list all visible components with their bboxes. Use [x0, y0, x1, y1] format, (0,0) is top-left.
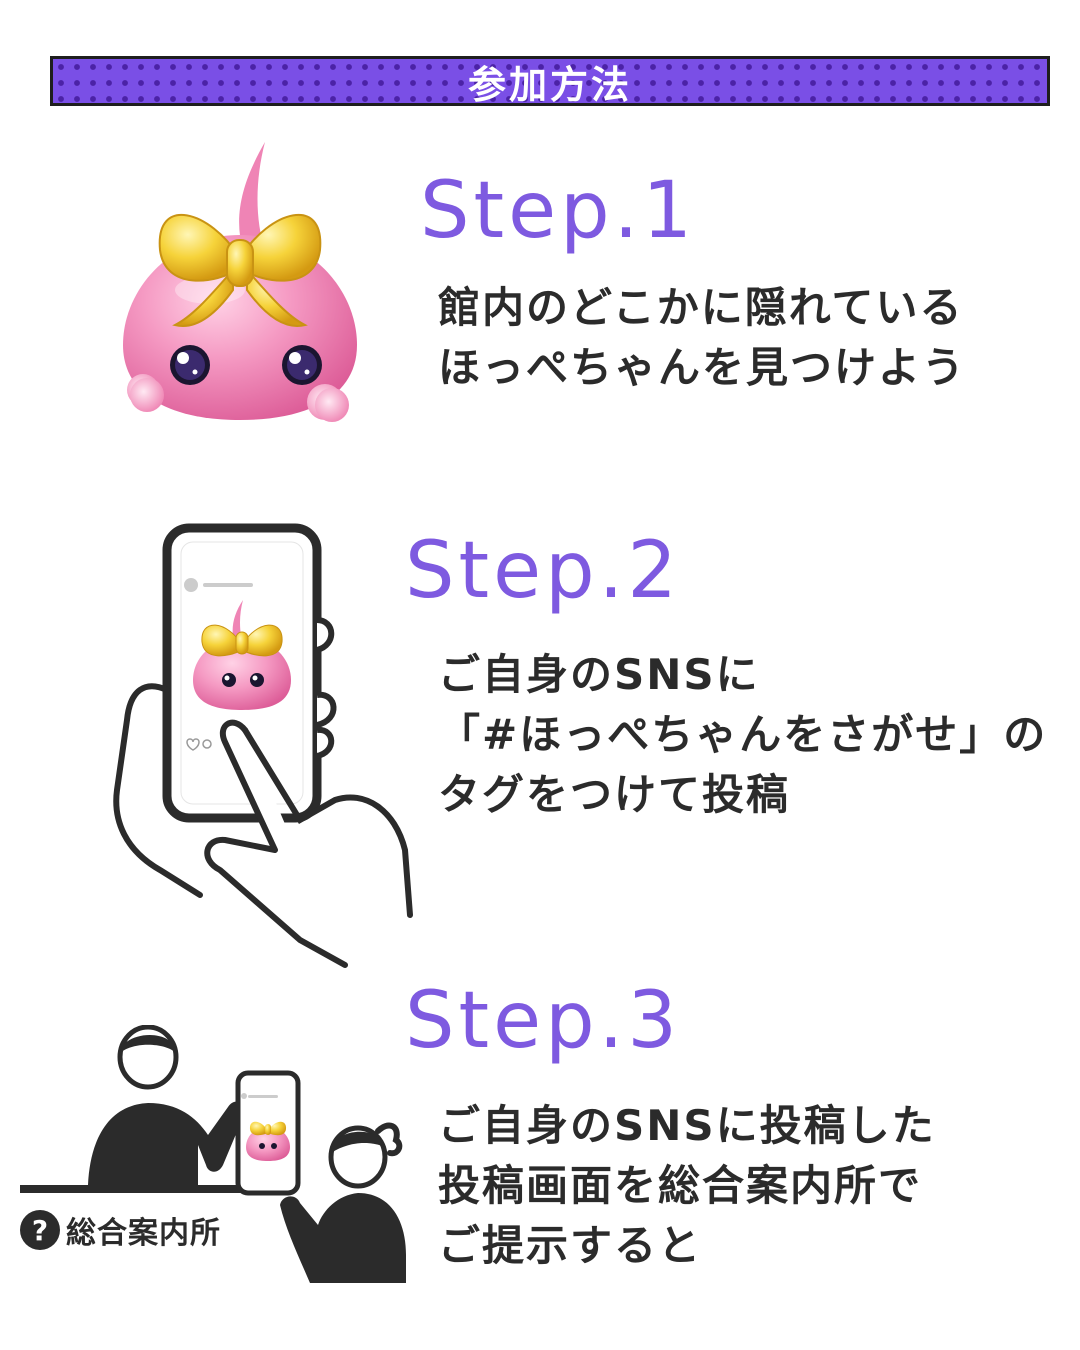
step1-text: 館内のどこかに隠れている ほっぺちゃんを見つけよう — [438, 278, 966, 398]
question-icon: ? — [20, 1210, 60, 1250]
phone-hand-icon — [113, 523, 413, 968]
section-banner: 参加方法 — [50, 56, 1050, 107]
step3-heading: Step.3 — [405, 976, 682, 1066]
step2-text: ご自身のSNSに 「#ほっぺちゃんをさがせ」の タグをつけて投稿 — [438, 645, 1047, 825]
step2-line-2: 「#ほっぺちゃんをさがせ」の — [438, 710, 1048, 759]
step2-heading: Step.2 — [405, 526, 682, 616]
step2-line-3: タグをつけて投稿 — [438, 770, 791, 819]
character-icon — [123, 142, 357, 422]
info-desk-scene-icon — [20, 1025, 406, 1283]
section-title: 参加方法 — [467, 62, 632, 107]
info-desk-text: 総合案内所 — [66, 1216, 221, 1251]
step1-line-1: 館内のどこかに隠れている — [438, 283, 964, 332]
step3-line-3: ご提示すると — [438, 1221, 703, 1270]
step1-line-2: ほっぺちゃんを見つけよう — [438, 343, 967, 392]
step2-line-1: ご自身のSNSに — [438, 650, 760, 699]
step3-line-2: 投稿画面を総合案内所で — [438, 1161, 923, 1210]
step1-heading: Step.1 — [420, 166, 697, 256]
info-desk-label: ? 総合案内所 — [20, 1208, 221, 1252]
step3-line-1: ご自身のSNSに投稿した — [438, 1101, 936, 1150]
step3-text: ご自身のSNSに投稿した 投稿画面を総合案内所で ご提示すると — [438, 1096, 936, 1276]
